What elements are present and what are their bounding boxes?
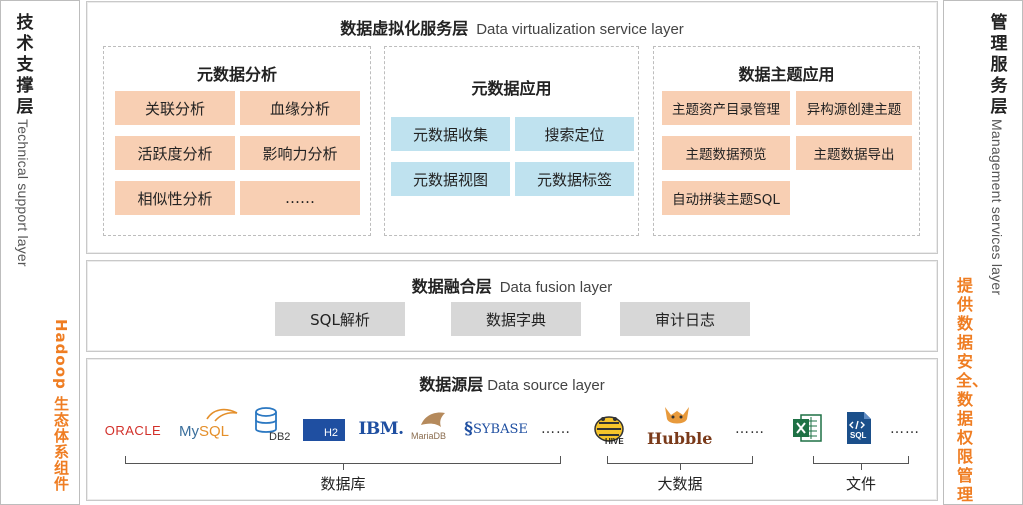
source-title-en: Data source layer (487, 377, 605, 394)
file-brace (813, 456, 909, 470)
bee-icon (594, 416, 624, 442)
database-ellipsis: …… (541, 421, 571, 437)
subject-app-box: 数据主题应用 主题资产目录管理 异构源创建主题 主题数据预览 主题数据导出 自动… (653, 46, 920, 236)
seal-icon (421, 412, 445, 427)
bigdata-brace (607, 456, 753, 470)
subject-app-title: 数据主题应用 (738, 65, 835, 84)
hive-logo: HIVE (585, 407, 633, 451)
more-analysis-chip: …… (240, 181, 360, 215)
fusion-layer: 数据融合层 Data fusion layer SQL解析 数据字典 审计日志 (86, 260, 938, 352)
bigdata-ellipsis: …… (735, 421, 765, 437)
excel-icon (790, 411, 824, 445)
mariadb-logo-text: MariaDB (411, 431, 447, 441)
sybase-logo-text: SYBASE (473, 421, 528, 437)
search-locate-chip: 搜索定位 (515, 117, 634, 151)
sybase-s-icon: § (464, 419, 474, 439)
fusion-layer-title: 数据融合层 Data fusion layer (87, 273, 937, 297)
technical-support-panel: 技术支撑层 Technical support layer Hadoop 生态体… (0, 0, 80, 505)
activity-analysis-chip: 活跃度分析 (115, 136, 235, 170)
technical-support-title: 技术支撑层 (16, 13, 34, 117)
subject-preview-chip: 主题数据预览 (662, 136, 790, 170)
data-dictionary-chip: 数据字典 (451, 302, 581, 336)
fusion-title-en: Data fusion layer (499, 279, 613, 296)
management-services-panel: 管理服务层 Management services layer 提供数据安全、数… (943, 0, 1023, 505)
sybase-logo: § SYBASE (463, 417, 529, 441)
management-services-title: 管理服务层 (990, 13, 1008, 117)
h2-logo: H2 (303, 419, 345, 441)
virtualization-title-en: Data virtualization service layer (476, 21, 684, 38)
oracle-logo-text: ORACLE (104, 422, 162, 438)
sql-file-text: SQL (850, 431, 867, 440)
auto-sql-chip: 自动拼装主题SQL (662, 181, 790, 215)
source-title-cn: 数据源层 (419, 375, 484, 394)
ibm-logo-text: IBM. (358, 419, 404, 439)
db2-logo: DB2 (251, 407, 297, 447)
metadata-analysis-box: 元数据分析 关联分析 血缘分析 活跃度分析 影响力分析 相似性分析 …… (103, 46, 371, 236)
ibm-logo: IBM. (357, 417, 405, 441)
mysql-logo-text: MySQL (179, 423, 229, 440)
hubble-logo-text: Hubble (647, 429, 713, 448)
audit-log-chip: 审计日志 (620, 302, 750, 336)
virtualization-layer: 数据虚拟化服务层 Data virtualization service laye… (86, 1, 938, 254)
database-group-label: 数据库 (320, 475, 366, 493)
similarity-analysis-chip: 相似性分析 (115, 181, 235, 215)
dolphin-icon (206, 408, 238, 422)
hubble-logo: Hubble (645, 405, 713, 451)
database-icon (255, 407, 277, 433)
technical-support-title-en: Technical support layer (15, 119, 31, 267)
metadata-tag-chip: 元数据标签 (515, 162, 634, 196)
metadata-view-chip: 元数据视图 (391, 162, 510, 196)
file-group-label: 文件 (845, 475, 876, 493)
sql-document-icon (847, 412, 871, 444)
file-ellipsis: …… (890, 421, 920, 437)
excel-file-icon (793, 414, 822, 442)
mysql-my: My (179, 423, 199, 440)
hive-logo-text: HIVE (605, 437, 624, 446)
hadoop-component-label: Hadoop 生态体系组件 (52, 319, 70, 492)
fusion-title-cn: 数据融合层 (411, 277, 492, 296)
h2-logo-text: H2 (323, 427, 339, 439)
db2-logo-text: DB2 (269, 431, 291, 443)
metadata-analysis-title: 元数据分析 (196, 65, 277, 84)
virtualization-layer-title: 数据虚拟化服务层 Data virtualization service laye… (87, 15, 937, 39)
fox-icon (665, 407, 689, 424)
sql-parse-chip: SQL解析 (275, 302, 405, 336)
subject-export-chip: 主题数据导出 (796, 136, 912, 170)
metadata-app-box: 元数据应用 元数据收集 搜索定位 元数据视图 元数据标签 (384, 46, 639, 236)
influence-analysis-chip: 影响力分析 (240, 136, 360, 170)
virtualization-title-cn: 数据虚拟化服务层 (340, 19, 469, 38)
database-brace (125, 456, 561, 470)
mysql-logo: MySQL (179, 403, 239, 445)
management-services-title-en: Management services layer (989, 119, 1005, 296)
oracle-logo: ORACLE (97, 419, 169, 441)
lineage-analysis-chip: 血缘分析 (240, 91, 360, 125)
relation-analysis-chip: 关联分析 (115, 91, 235, 125)
mysql-sql: SQL (199, 423, 230, 440)
subject-catalog-chip: 主题资产目录管理 (662, 91, 790, 125)
metadata-collect-chip: 元数据收集 (391, 117, 510, 151)
bigdata-group-label: 大数据 (657, 475, 703, 493)
sql-file-icon: SQL (843, 409, 875, 447)
security-permission-note: 提供数据安全、数据权限管理 (956, 276, 989, 504)
heterogeneous-subject-chip: 异构源创建主题 (796, 91, 912, 125)
metadata-app-title: 元数据应用 (471, 79, 552, 98)
mariadb-logo: MariaDB (409, 407, 455, 445)
